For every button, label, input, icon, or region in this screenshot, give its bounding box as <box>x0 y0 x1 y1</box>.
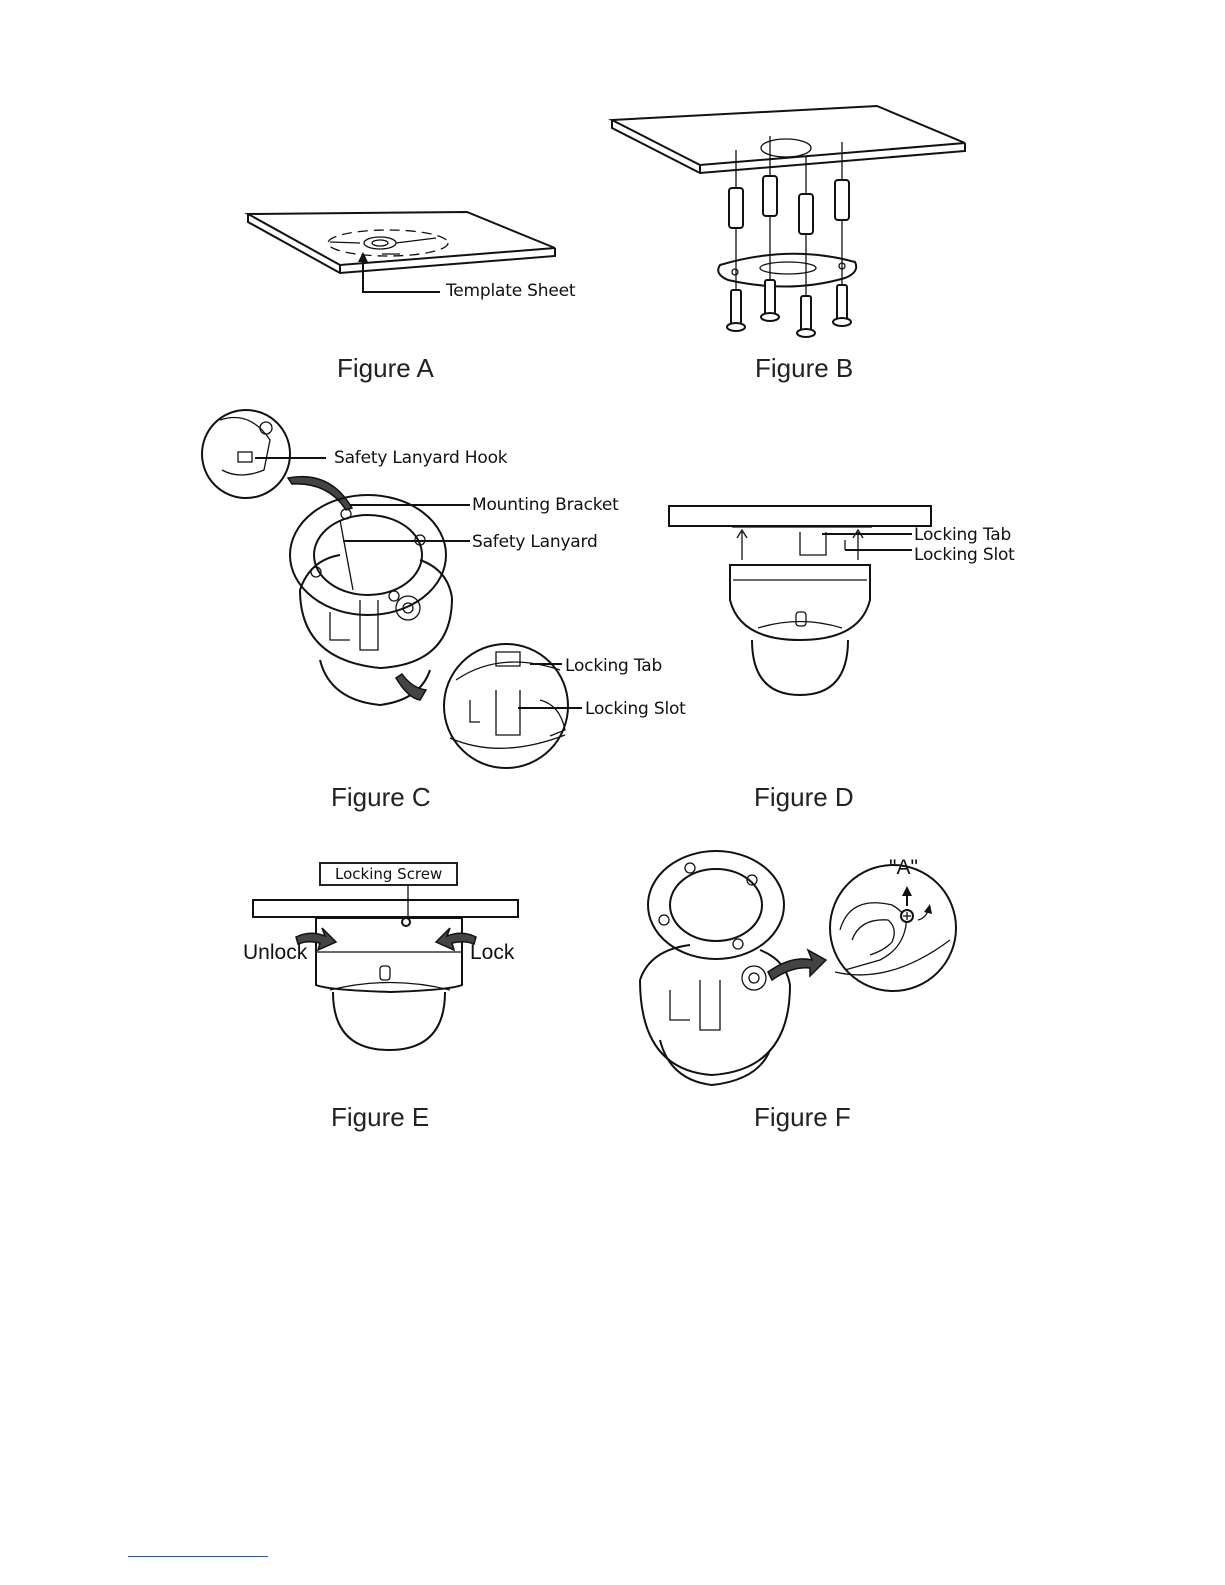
caption-figure-a: Figure A <box>337 353 434 384</box>
label-locking-tab-d: Locking Tab <box>914 525 1011 545</box>
footer-link-underline <box>128 1556 268 1557</box>
figure-f-drawing <box>640 851 956 1085</box>
caption-figure-d: Figure D <box>754 782 854 813</box>
label-locking-slot-d: Locking Slot <box>914 545 1015 565</box>
label-unlock: Unlock <box>243 941 307 965</box>
figure-b-drawing <box>612 106 965 337</box>
label-safety-lanyard: Safety Lanyard <box>472 532 598 552</box>
figure-e-drawing <box>253 884 518 1050</box>
label-safety-lanyard-hook: Safety Lanyard Hook <box>334 448 507 468</box>
figure-a-drawing <box>248 212 555 292</box>
label-locking-slot-c: Locking Slot <box>585 699 686 719</box>
zoom-circle-hook <box>202 410 290 498</box>
label-template-sheet: Template Sheet <box>446 281 575 301</box>
caption-figure-e: Figure E <box>331 1102 429 1133</box>
label-point-a: "A" <box>889 856 918 880</box>
caption-figure-c: Figure C <box>331 782 431 813</box>
caption-figure-f: Figure F <box>754 1102 851 1133</box>
label-locking-tab-c: Locking Tab <box>565 656 662 676</box>
caption-figure-b: Figure B <box>755 353 853 384</box>
figure-d-drawing <box>669 506 931 695</box>
label-lock: Lock <box>470 941 514 965</box>
label-mounting-bracket: Mounting Bracket <box>472 495 619 515</box>
label-locking-screw: Locking Screw <box>319 862 458 886</box>
